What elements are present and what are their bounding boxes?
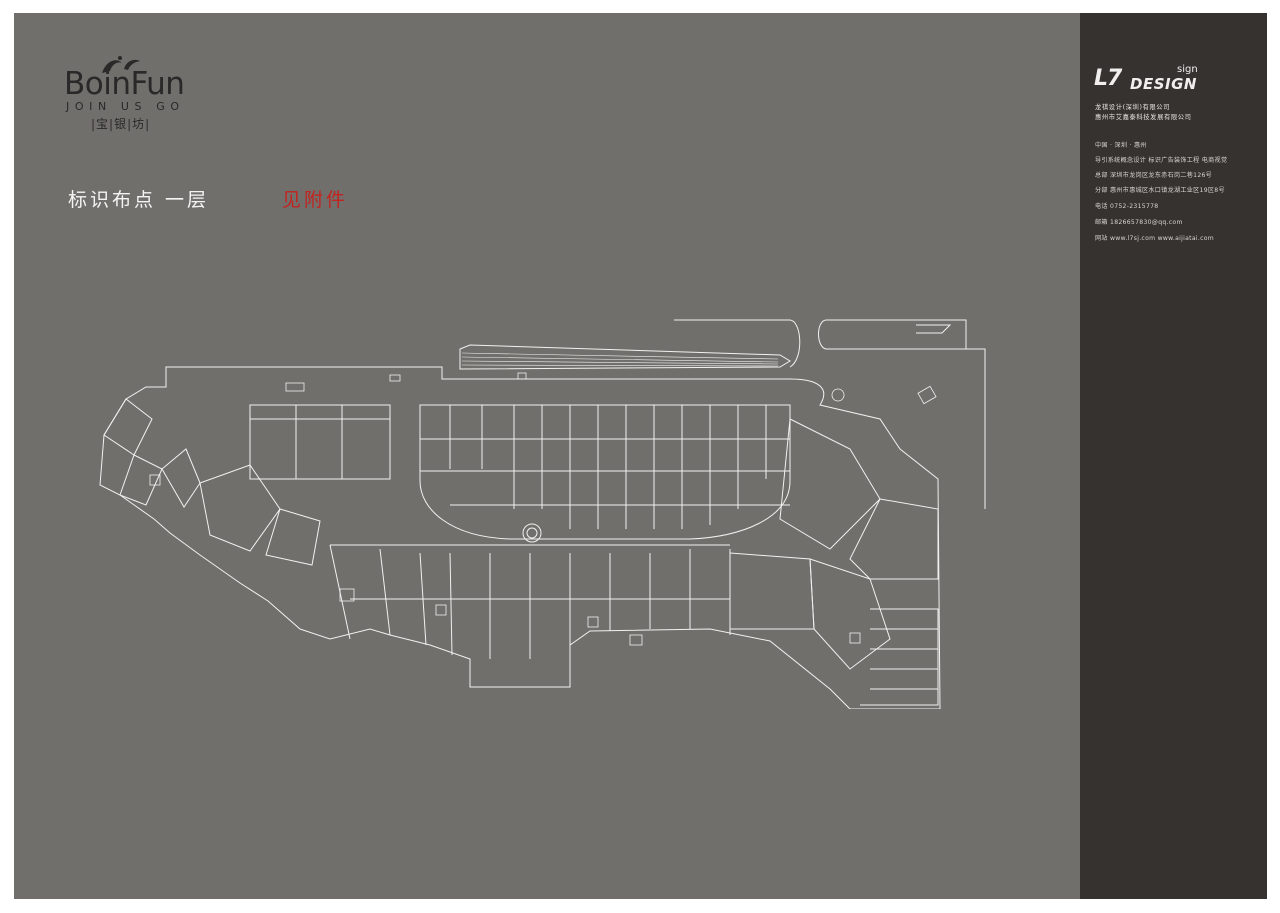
splash-icon [102,56,140,73]
left-room-3 [161,448,201,508]
atrium-stalls [420,405,790,529]
info-services: 导引系统概念设计 标识广告装饰工程 电商视觉 [1095,157,1228,164]
boinfun-logo: BoinFun JOIN US GO |宝|银|坊| [64,56,224,141]
company-sidebar: L7 DESIGN sign 龙祺设计(深圳)有限公司 惠州市艾嘉泰科技发展有限… [1080,13,1267,899]
brand-design: DESIGN [1130,75,1197,93]
left-room-1 [103,398,153,456]
drawing-sheet: BoinFun JOIN US GO |宝|银|坊| 标识布点 一层 见附件 [14,13,1267,899]
left-room-5 [265,508,321,566]
page-title: 标识布点 一层 [68,189,210,211]
ramp-upper-left [674,319,801,368]
atrium-fountain-inner [526,527,538,539]
parking-lines [870,628,938,690]
left-block [249,404,391,480]
right-room-4 [809,558,891,670]
floor-plan [99,319,986,709]
outer-boundary [99,366,941,709]
left-room-2 [119,454,163,506]
brand-sign: sign [1177,64,1198,75]
right-room-3 [729,552,815,630]
brand-mark: L7 [1094,66,1122,91]
atrium [419,404,791,540]
info-website: 网站 www.l7sj.com www.aijiatai.com [1095,235,1215,242]
logo-chinese-name: |宝|银|坊| [91,117,151,131]
ramp-arrow [916,324,952,334]
info-location: 中国 · 深圳 · 惠州 [1095,142,1147,149]
atrium-fountain [522,523,542,543]
ramp-upper-right [818,319,986,509]
info-branch-address: 分部 惠州市惠城区水口镇龙湖工业区19区8号 [1095,187,1225,194]
entrance-canopy [459,344,791,370]
left-block-dividers [250,405,390,479]
company-name-2: 惠州市艾嘉泰科技发展有限公司 [1095,114,1192,121]
logo-wordmark: BoinFun [64,66,185,102]
canopy-hatching [461,352,779,367]
info-email: 邮箱 1826657830@qq.com [1095,219,1183,226]
company-name-1: 龙祺设计(深圳)有限公司 [1095,104,1171,111]
left-room-4 [199,464,281,552]
right-lower-bay [860,608,939,706]
logo-tagline: JOIN US GO [66,100,185,113]
fixture-marks [149,372,937,646]
right-room-2 [849,498,939,580]
lower-shop-row [329,544,731,659]
info-phone: 电话 0752-2315778 [1095,203,1159,210]
right-room-1 [779,418,881,550]
attachment-note: 见附件 [282,189,349,211]
info-hq-address: 总部 深圳市龙岗区龙东赤石岗二巷126号 [1095,172,1213,179]
